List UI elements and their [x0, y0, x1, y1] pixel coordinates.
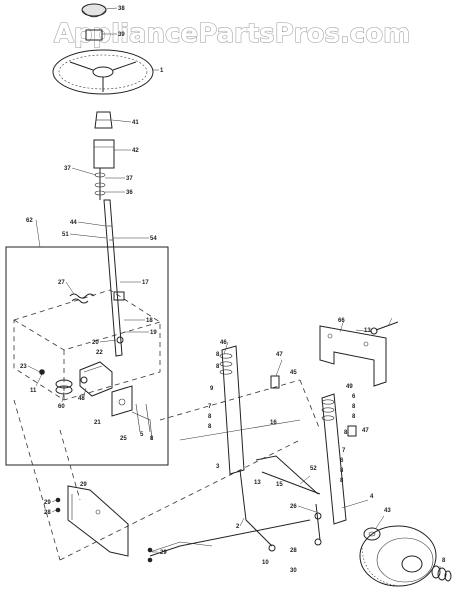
part-label: 11 — [30, 388, 37, 394]
part-label: 22 — [96, 350, 103, 356]
part-label: 36 — [126, 190, 133, 196]
part-label: 38 — [118, 6, 125, 12]
part-label: 43 — [384, 508, 391, 514]
part-label: 13 — [254, 480, 261, 486]
right-spindle — [321, 393, 347, 525]
part-label: 17 — [142, 280, 149, 286]
wheel-spacer — [85, 29, 103, 41]
part-label: 45 — [290, 370, 297, 376]
part-label: 41 — [132, 120, 139, 126]
part-label: 8 — [208, 414, 212, 420]
part-label: 66 — [338, 318, 345, 324]
tie-rod — [149, 519, 311, 557]
column-clamps — [94, 168, 106, 200]
spindle-arm-right — [314, 503, 322, 546]
part-label: 60 — [58, 404, 65, 410]
tractor-frame-outline — [13, 379, 321, 561]
axle-support-bracket — [319, 325, 387, 387]
part-label: 51 — [62, 232, 69, 238]
column-bushing — [93, 139, 115, 169]
part-label: 8 — [208, 424, 212, 430]
inset-bushing-pair — [55, 379, 73, 395]
part-label: 8 — [340, 478, 344, 484]
column-adapter — [94, 111, 113, 129]
part-label: 29 — [160, 550, 167, 556]
part-label: 5 — [140, 432, 144, 438]
part-label: 26 — [290, 504, 297, 510]
spindle-bushing-right — [347, 425, 357, 437]
part-label: 2 — [236, 524, 240, 530]
steering-shaft — [103, 199, 125, 357]
part-label: 7 — [342, 448, 346, 454]
part-label: 8 — [442, 558, 446, 564]
front-wheel — [359, 525, 437, 587]
plate-fasteners — [55, 497, 153, 563]
part-label: 8 — [352, 414, 356, 420]
part-label: 13 — [364, 328, 371, 334]
part-label: 42 — [132, 148, 139, 154]
part-label: 18 — [146, 318, 153, 324]
part-label: 21 — [94, 420, 101, 426]
part-label: 20 — [92, 340, 99, 346]
detail-inset-box — [5, 246, 169, 466]
part-label: 54 — [150, 236, 157, 242]
part-label: 8 — [340, 468, 344, 474]
part-label: 46 — [220, 340, 227, 346]
part-label: 23 — [20, 364, 27, 370]
part-label: 16 — [270, 420, 277, 426]
inset-gear-bracket — [111, 385, 133, 417]
part-label: 9 — [210, 386, 214, 392]
part-label: 44 — [70, 220, 77, 226]
steering-wheel — [52, 49, 154, 95]
part-label: 30 — [290, 568, 297, 574]
part-label: 8 — [344, 430, 348, 436]
part-label: 62 — [26, 218, 33, 224]
part-label: 19 — [150, 330, 157, 336]
steering-support-plate — [67, 485, 129, 557]
part-label: 29 — [80, 482, 87, 488]
steering-wheel-cap — [81, 3, 107, 18]
part-label: 37 — [126, 176, 133, 182]
part-label: 48 — [78, 396, 85, 402]
part-label: 4 — [370, 494, 374, 500]
part-label: 7 — [208, 404, 212, 410]
part-label: 27 — [58, 280, 65, 286]
drag-link — [179, 419, 321, 495]
part-label: 29 — [44, 500, 51, 506]
part-label: 52 — [310, 466, 317, 472]
spindle-arm-left — [239, 469, 276, 552]
leader-lines — [27, 7, 441, 570]
part-labels: 38 39 1 41 42 37 37 36 44 51 54 62 27 17… — [20, 6, 446, 574]
part-label: 39 — [118, 32, 125, 38]
part-label: 28 — [290, 548, 297, 554]
part-label: 6 — [340, 458, 344, 464]
part-label: 8 — [352, 404, 356, 410]
left-spindle — [219, 345, 245, 475]
part-label: 8 — [216, 352, 220, 358]
part-label: 47 — [276, 352, 283, 358]
part-label: 37 — [64, 166, 71, 172]
part-label: 28 — [44, 510, 51, 516]
inset-frame-plate — [13, 289, 161, 401]
part-label: 3 — [216, 464, 220, 470]
inset-spring — [69, 293, 95, 304]
part-label: 1 — [160, 68, 164, 74]
inset-sector-gear — [79, 361, 113, 397]
inset-small-parts — [39, 369, 153, 441]
part-label: 6 — [352, 394, 356, 400]
part-label: 49 — [346, 384, 353, 390]
part-label: 10 — [262, 560, 269, 566]
part-label: 8 — [150, 436, 154, 442]
spindle-bushing-left — [270, 375, 280, 389]
part-label: 47 — [362, 428, 369, 434]
part-label: 25 — [120, 436, 127, 442]
part-label: 15 — [276, 482, 283, 488]
wheel-washers — [431, 565, 452, 582]
part-label: 8 — [216, 364, 220, 370]
bracket-bolt — [370, 321, 399, 335]
wheel-bearing — [363, 527, 381, 541]
watermark-text: AppliancePartsPros.com — [54, 19, 410, 49]
